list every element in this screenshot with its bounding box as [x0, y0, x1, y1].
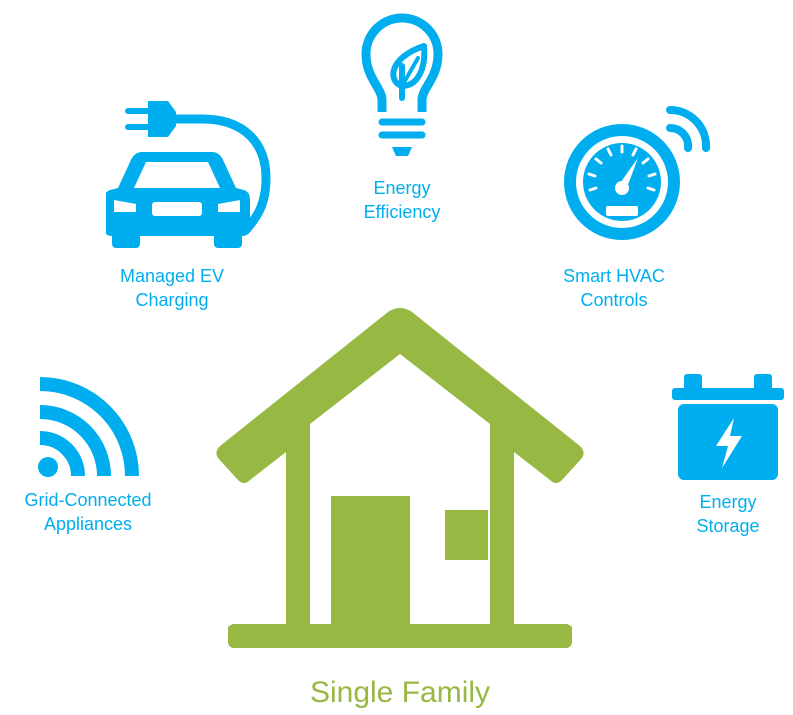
thermostat-gauge-icon [562, 94, 712, 244]
house-label: Single Family [309, 676, 491, 709]
label-line1: Smart HVAC [563, 266, 665, 286]
wifi-signal-icon [34, 374, 144, 484]
label-energy-storage: Energy Storage [642, 490, 793, 538]
label-line1: Grid-Connected [24, 490, 152, 510]
label-line2: Controls [580, 290, 648, 310]
electric-car-plug-icon [106, 90, 276, 250]
label-smart-hvac-controls: Smart HVAC Controls [528, 264, 700, 312]
label-managed-ev-charging: Managed EV Charging [86, 264, 258, 312]
label-line2: Storage [696, 516, 760, 536]
label-line2: Charging [135, 290, 209, 310]
label-line1: Energy [699, 492, 757, 512]
label-grid-connected-appliances: Grid-Connected Appliances [2, 488, 174, 536]
house-icon [214, 306, 586, 656]
lightbulb-leaf-icon [352, 4, 452, 160]
label-line2: Efficiency [363, 202, 441, 222]
battery-icon [670, 372, 786, 482]
label-energy-efficiency: Energy Efficiency [316, 176, 488, 224]
label-line1: Managed EV [119, 266, 225, 286]
label-line2: Appliances [43, 514, 133, 534]
label-line1: Energy [373, 178, 431, 198]
